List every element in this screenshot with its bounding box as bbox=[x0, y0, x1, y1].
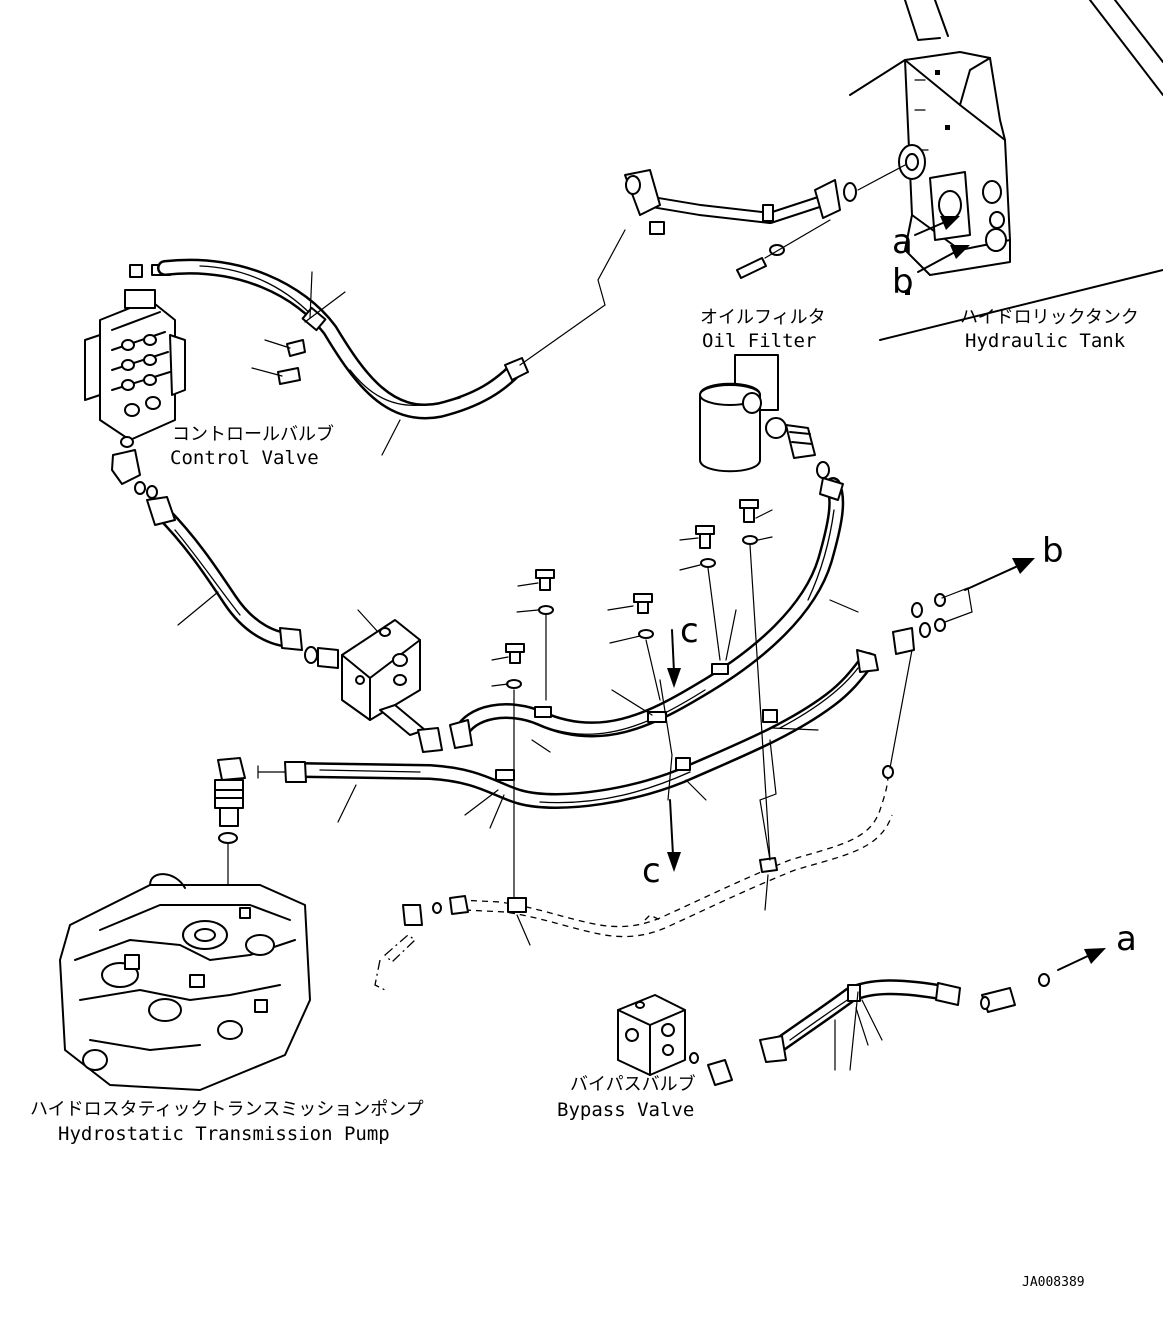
marker-b-tank: b bbox=[892, 262, 914, 302]
hose-block-to-oil-filter bbox=[449, 477, 845, 749]
marker-a-tank: a bbox=[892, 222, 913, 262]
control-valve-label-jp: コントロールバルブ bbox=[172, 423, 334, 445]
pressure-sensor-fitting bbox=[214, 757, 286, 891]
leader-lines-center bbox=[337, 599, 859, 829]
hst-pump-label-jp: ハイドロスタティックトランスミッションポンプ bbox=[30, 1099, 424, 1120]
hst-pump bbox=[59, 873, 311, 1091]
drawing-code: JA008389 bbox=[1022, 1275, 1085, 1290]
control-valve bbox=[84, 264, 186, 499]
oil-filter-label-en: Oil Filter bbox=[702, 330, 816, 352]
tank-marker-arrows: a b bbox=[892, 216, 970, 302]
tank-return-pipe bbox=[624, 164, 906, 279]
marker-c-upper: c bbox=[680, 611, 699, 651]
marker-a-right: a bbox=[1116, 919, 1137, 959]
manifold-block bbox=[341, 609, 443, 753]
bypass-valve-label-jp: バイパスバルブ bbox=[570, 1073, 696, 1095]
hose-control-valve-to-block bbox=[146, 496, 339, 669]
hst-pump-label-en: Hydrostatic Transmission Pump bbox=[58, 1123, 390, 1145]
bypass-valve bbox=[617, 994, 733, 1086]
hose-bypass-to-a: a bbox=[759, 919, 1137, 1071]
marker-b-right: b bbox=[1042, 531, 1064, 571]
bypass-valve-label-en: Bypass Valve bbox=[557, 1099, 694, 1121]
fittings-near-b: b bbox=[892, 531, 1064, 655]
oil-filter bbox=[699, 354, 830, 479]
dashed-pipe-lower bbox=[374, 649, 913, 991]
bolts-and-washers bbox=[491, 499, 773, 901]
hose-control-valve-to-tank bbox=[157, 229, 626, 456]
hose-pump-to-b bbox=[284, 649, 879, 809]
hydraulic-tank bbox=[849, 0, 1163, 341]
c-markers: c c bbox=[642, 611, 699, 891]
oil-filter-label-jp: オイルフィルタ bbox=[700, 307, 826, 328]
control-valve-label-en: Control Valve bbox=[170, 447, 319, 469]
hydraulic-tank-label-en: Hydraulic Tank bbox=[965, 330, 1126, 352]
hydraulic-tank-label-jp: ハイドロリックタンク bbox=[960, 307, 1139, 328]
marker-c-lower: c bbox=[642, 851, 661, 891]
